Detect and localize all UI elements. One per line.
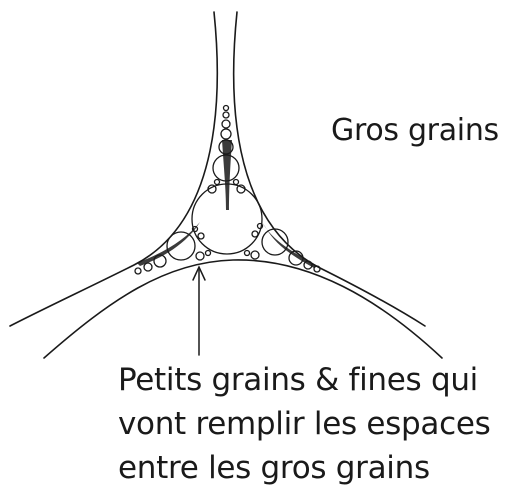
fines-band-top xyxy=(222,140,232,210)
small-grain xyxy=(167,232,195,260)
small-grain xyxy=(196,252,204,260)
caption-line: entre les gros grains xyxy=(118,446,490,490)
pointer-arrow xyxy=(193,267,205,355)
small-grain xyxy=(234,180,239,185)
caption-line: Petits grains & fines qui xyxy=(118,358,490,402)
small-grain xyxy=(245,251,250,256)
small-grain xyxy=(144,263,152,271)
fine-grains-caption: Petits grains & fines qui vont remplir l… xyxy=(118,358,490,490)
small-grain xyxy=(221,129,231,139)
top-right-grain-edge xyxy=(234,12,425,326)
small-grain xyxy=(223,112,229,118)
small-grain xyxy=(224,106,229,111)
small-grain xyxy=(252,231,258,237)
large-grains-label: Gros grains xyxy=(331,111,499,151)
small-grain xyxy=(222,120,230,128)
small-grain xyxy=(206,251,211,256)
fines-band-left xyxy=(137,222,200,266)
small-grain xyxy=(198,233,204,239)
caption-line: vont remplir les espaces xyxy=(118,402,490,446)
top-left-grain-edge xyxy=(10,12,217,326)
small-grain xyxy=(251,251,259,259)
bottom-grain-edge xyxy=(44,260,442,358)
packed-fines-texture xyxy=(137,140,318,268)
small-grain xyxy=(215,180,220,185)
small-grain xyxy=(135,268,141,274)
